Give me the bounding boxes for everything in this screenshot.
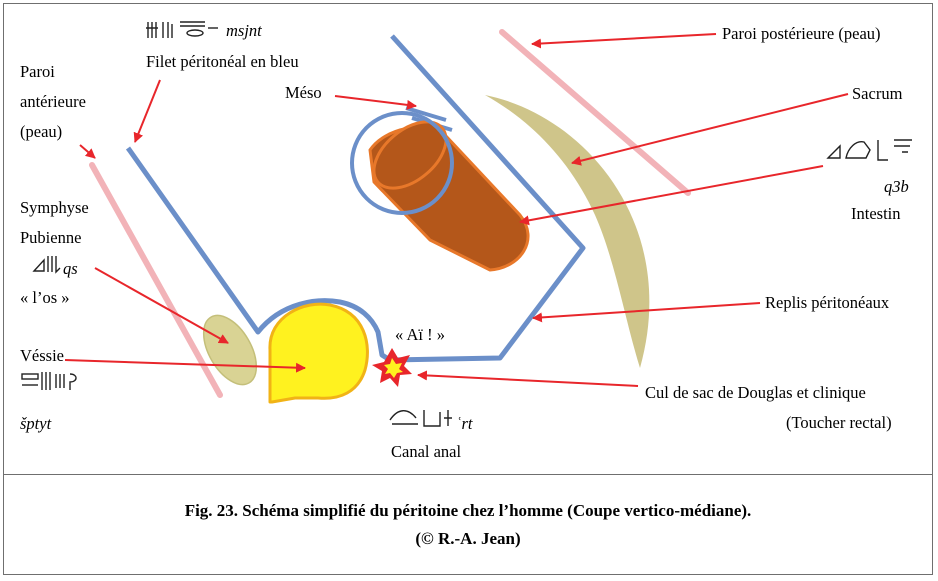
label-paroi-ant-2: antérieure: [20, 92, 86, 111]
label-rt: ʿrt: [456, 414, 473, 433]
arrow-replis: [532, 302, 761, 323]
label-toucher: (Toucher rectal): [786, 413, 892, 432]
label-paroi-post: Paroi postérieure (peau): [722, 24, 881, 43]
label-qs: qs: [63, 259, 78, 278]
meso-line: [405, 106, 447, 122]
label-msjnt: msjnt: [226, 21, 262, 40]
peritoneum-line: [125, 34, 586, 363]
meso-ring: [350, 111, 454, 215]
hieroglyph-sptyt-icon: [21, 372, 77, 390]
arrow-vessie: [64, 359, 306, 373]
label-q3b: q3b: [884, 177, 909, 196]
hieroglyph-msjnt-icon: [146, 21, 218, 38]
label-meso: Méso: [285, 83, 322, 102]
label-vessie: Véssie: [20, 346, 64, 365]
arrow-meso: [334, 95, 417, 110]
anterior-wall-skin: [89, 162, 223, 398]
label-paroi-ant-3: (peau): [20, 122, 63, 141]
arrow-intestin: [519, 165, 824, 226]
arrow-douglas: [417, 370, 639, 387]
arrow-filet: [133, 79, 161, 143]
figure-frame: [3, 3, 933, 575]
hieroglyph-qs-icon: [32, 256, 61, 274]
hieroglyph-rt-icon: [389, 410, 452, 427]
caption-divider: [3, 474, 933, 475]
sacrum-shape: [485, 95, 650, 368]
label-symphyse-2: Pubienne: [20, 228, 82, 247]
arrow-symphyse: [94, 267, 229, 344]
label-sacrum: Sacrum: [852, 84, 903, 103]
label-douglas: Cul de sac de Douglas et clinique: [645, 383, 866, 402]
label-sptyt: šptyt: [20, 414, 52, 433]
arrow-paroi-post: [531, 33, 717, 49]
arrow-paroi-ant: [79, 144, 96, 159]
label-ai: « Aï ! »: [395, 325, 445, 344]
figure-caption: Fig. 23. Schéma simplifié du péritoine c…: [184, 501, 752, 520]
bladder: [268, 302, 369, 404]
pointer-arrows: [64, 33, 849, 387]
intestine: [368, 120, 530, 272]
label-paroi-ant-1: Paroi: [20, 62, 55, 81]
figure-copyright: (© R.-A. Jean): [415, 529, 521, 548]
label-replis: Replis péritonéaux: [765, 293, 890, 312]
arrow-sacrum: [571, 93, 849, 166]
label-canal: Canal anal: [391, 442, 462, 461]
label-los: « l’os »: [20, 288, 70, 307]
label-intestin: Intestin: [851, 204, 901, 223]
hieroglyph-q3b-icon: [826, 139, 912, 161]
pubic-symphysis: [202, 314, 258, 386]
posterior-wall-skin: [499, 29, 691, 196]
label-filet: Filet péritonéal en bleu: [146, 52, 299, 71]
label-symphyse-1: Symphyse: [20, 198, 89, 217]
